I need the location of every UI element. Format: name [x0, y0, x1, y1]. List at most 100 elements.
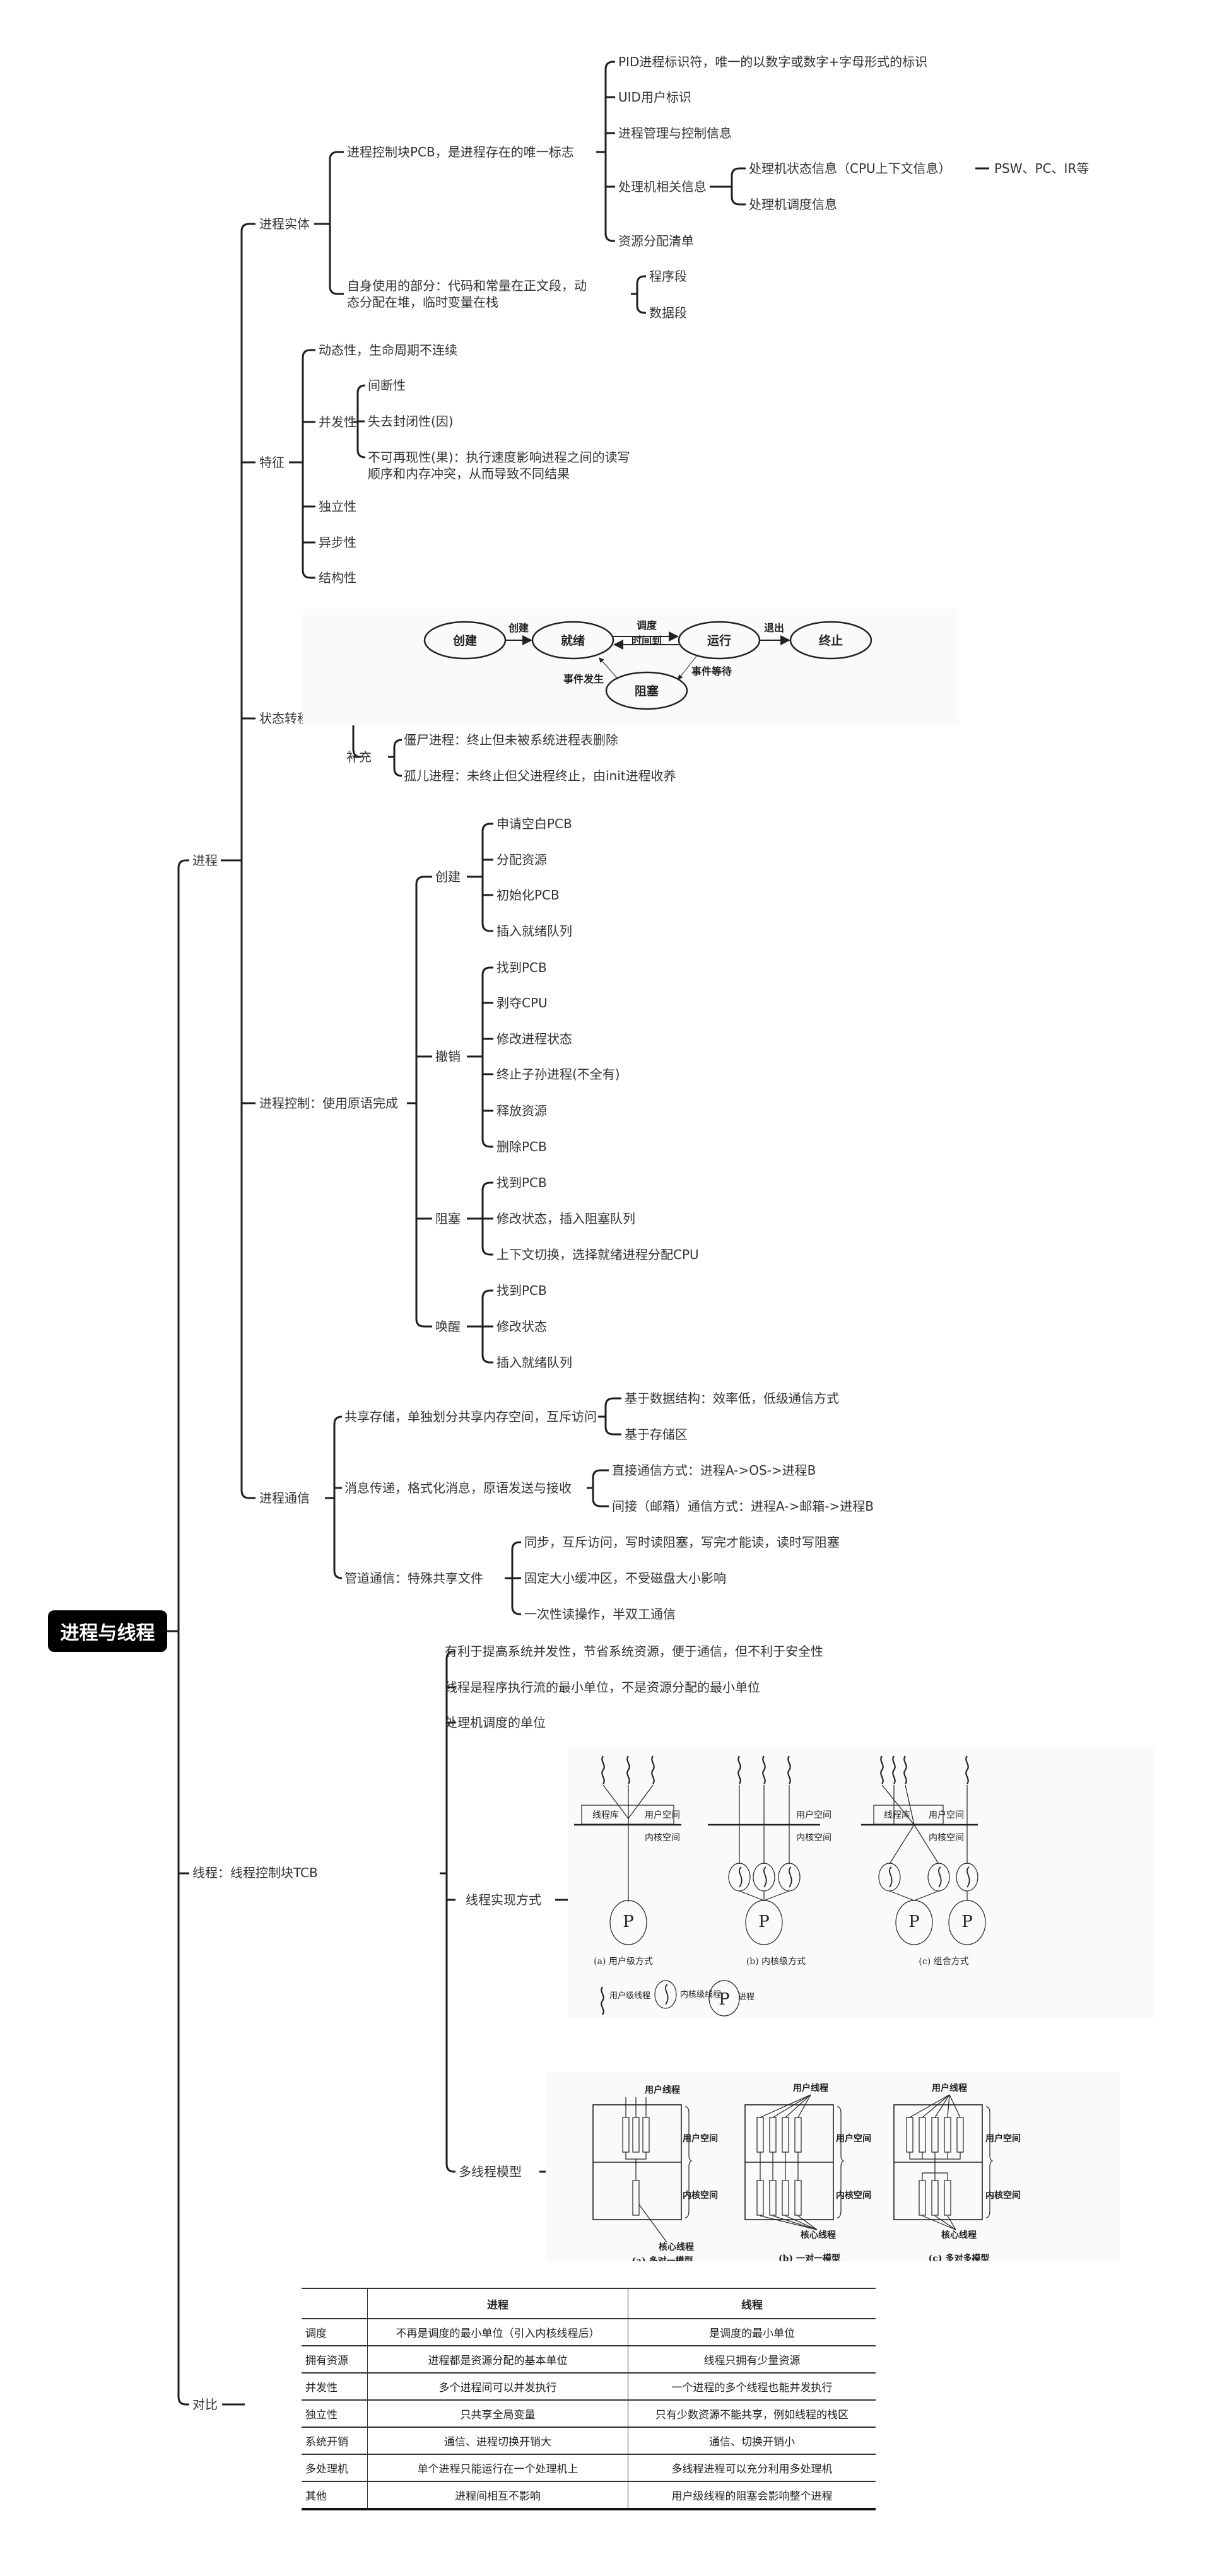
- mapping-line: [602, 1784, 654, 1902]
- control-group[interactable]: 唤醒: [435, 1319, 461, 1334]
- pcb-item[interactable]: UID用户标识: [618, 90, 691, 105]
- feature-item[interactable]: 动态性，生命周期不连续: [319, 342, 457, 358]
- control-group[interactable]: 阻塞: [435, 1211, 461, 1226]
- comm-item[interactable]: 基于数据结构：效率低，低级通信方式: [625, 1391, 839, 1406]
- user-space-label: 用户空间: [796, 1810, 831, 1820]
- concurrency-item[interactable]: 不可再现性(果)：执行速度影响进程之间的读写顺序和内存冲突，从而导致不同结果: [368, 450, 630, 481]
- feature-item[interactable]: 独立性: [319, 499, 356, 514]
- model-caption: (a) 多对一模型: [631, 2256, 693, 2261]
- branch-line: [329, 224, 344, 295]
- comm-group[interactable]: 共享存储，单独划分共享内存空间，互斥访问: [344, 1409, 597, 1424]
- self-use-item[interactable]: 程序段: [649, 269, 687, 284]
- concurrency-item[interactable]: 间断性: [368, 378, 406, 393]
- table-cell: 单个进程只能运行在一个处理机上: [367, 2454, 628, 2482]
- control-item[interactable]: 分配资源: [496, 852, 547, 867]
- table-cell: 通信、进程切换开销大: [367, 2427, 628, 2455]
- node-self-use[interactable]: 自身使用的部分：代码和常量在正文段，动态分配在堆，临时变量在栈: [347, 278, 587, 310]
- control-item[interactable]: 修改进程状态: [496, 1031, 572, 1046]
- space-brace: [684, 2106, 693, 2218]
- thread-item[interactable]: 处理机调度的单位: [445, 1715, 546, 1730]
- comm-item[interactable]: 固定大小缓冲区，不受磁盘大小影响: [524, 1571, 726, 1586]
- kernel-thread-bar: [632, 2180, 640, 2216]
- node-compare[interactable]: 对比: [192, 2397, 218, 2412]
- control-item[interactable]: 修改状态: [496, 1319, 547, 1334]
- user-space-label: 用户空间: [929, 1810, 964, 1820]
- control-item[interactable]: 剥夺CPU: [496, 995, 548, 1010]
- control-item[interactable]: 上下文切换，选择就绪进程分配CPU: [496, 1247, 699, 1262]
- pcb-item[interactable]: 进程管理与控制信息: [618, 126, 732, 141]
- user-thread-icon: [762, 1755, 766, 1784]
- mapping-line: [625, 2152, 647, 2181]
- pointer-arrow: [772, 2094, 811, 2118]
- node-process[interactable]: 进程: [192, 853, 218, 868]
- comm-item[interactable]: 间接（邮箱）通信方式：进程A->邮箱->进程B: [612, 1499, 874, 1514]
- node-processor-state[interactable]: 处理机状态信息（CPU上下文信息）: [749, 161, 951, 176]
- comparison-table: 进程 线程 调度不再是调度的最小单位（引入内核线程后）是调度的最小单位拥有资源进…: [302, 2288, 876, 2510]
- user-thread-bar: [794, 2117, 802, 2153]
- node-concurrency[interactable]: 并发性: [319, 414, 356, 430]
- node-features[interactable]: 特征: [259, 455, 285, 470]
- control-item[interactable]: 找到PCB: [496, 960, 547, 975]
- self-use-item[interactable]: 数据段: [649, 305, 687, 320]
- root-node[interactable]: 进程与线程: [48, 1610, 167, 1652]
- control-item[interactable]: 插入就绪队列: [496, 923, 572, 939]
- control-item[interactable]: 找到PCB: [496, 1175, 547, 1190]
- comm-group[interactable]: 管道通信：特殊共享文件: [344, 1571, 483, 1586]
- thread-item[interactable]: 线程是程序执行流的最小单位，不是资源分配的最小单位: [445, 1680, 760, 1695]
- thread-models-figure: 用户线程 用户线程 用户线程 核心线程 核心线程 核心线程 用户空间 内核空间 …: [546, 2072, 1120, 2266]
- kernel-thread-bar: [931, 2180, 939, 2216]
- legend-user-thread: 用户级线程: [609, 1991, 650, 2001]
- comm-item[interactable]: 基于存储区: [625, 1427, 688, 1442]
- node-thread-models[interactable]: 多线程模型: [459, 2164, 522, 2179]
- table-row: 调度不再是调度的最小单位（引入内核线程后）是调度的最小单位: [302, 2318, 876, 2346]
- control-item[interactable]: 终止子孙进程(不全有): [496, 1067, 620, 1082]
- node-thread[interactable]: 线程：线程控制块TCB: [192, 1865, 318, 1880]
- table-cell: 一个进程的多个线程也能并发执行: [628, 2372, 876, 2401]
- node-thread-impl[interactable]: 线程实现方式: [466, 1892, 541, 1907]
- mapping-line: [739, 1890, 765, 1901]
- control-group[interactable]: 撤销: [435, 1049, 461, 1064]
- kernel-space-label: 内核空间: [836, 2190, 871, 2201]
- branch-line: [604, 152, 615, 242]
- supplement-item[interactable]: 孤儿进程：未终止但父进程终止，由init进程收养: [404, 768, 676, 783]
- feature-item[interactable]: 结构性: [319, 570, 356, 585]
- supplement-item[interactable]: 僵尸进程：终止但未被系统进程表删除: [404, 732, 618, 747]
- transition-label: 时间到: [631, 635, 662, 647]
- comm-group[interactable]: 消息传递，格式化消息，原语发送与接收: [344, 1480, 572, 1496]
- branch-line: [356, 384, 366, 422]
- kernel-space-label: 内核空间: [683, 2190, 718, 2201]
- legend-user-thread-icon: [601, 1986, 604, 2015]
- thread-item[interactable]: 有利于提高系统并发性，节省系统资源，便于通信，但不利于安全性: [445, 1644, 823, 1659]
- pcb-item[interactable]: 资源分配清单: [618, 233, 694, 249]
- pcb-item[interactable]: PID进程标识符，唯一的以数字或数字+字母形式的标识: [618, 54, 928, 69]
- control-item[interactable]: 修改状态，插入阻塞队列: [496, 1211, 635, 1226]
- control-item[interactable]: 申请空白PCB: [496, 816, 572, 831]
- comm-item[interactable]: 直接通信方式：进程A->OS->进程B: [612, 1463, 816, 1478]
- control-item[interactable]: 删除PCB: [496, 1139, 547, 1154]
- node-processor-state-detail[interactable]: PSW、PC、IR等: [994, 161, 1090, 176]
- user-thread-icon: [651, 1755, 655, 1784]
- pcb-item[interactable]: 处理机相关信息: [618, 179, 707, 194]
- node-processor-schedule[interactable]: 处理机调度信息: [749, 197, 837, 212]
- node-entity[interactable]: 进程实体: [259, 216, 310, 231]
- node-supplement[interactable]: 补充: [346, 749, 372, 764]
- control-item[interactable]: 插入就绪队列: [496, 1355, 572, 1370]
- comm-item[interactable]: 同步，互斥访问，写时读阻塞，写完才能读，读时写阻塞: [524, 1535, 840, 1550]
- control-item[interactable]: 释放资源: [496, 1103, 547, 1118]
- node-control[interactable]: 进程控制：使用原语完成: [259, 1096, 398, 1111]
- feature-item[interactable]: 异步性: [319, 535, 356, 550]
- concurrency-item[interactable]: 失去封闭性(因): [368, 414, 454, 429]
- process-p-label: P: [908, 1912, 920, 1931]
- impl-caption: (a) 用户级方式: [594, 1956, 653, 1967]
- user-thread-bar: [622, 2117, 630, 2153]
- branch-line: [240, 223, 256, 860]
- branch-line: [481, 823, 493, 877]
- comm-item[interactable]: 一次性读操作，半双工通信: [524, 1607, 676, 1622]
- node-communication[interactable]: 进程通信: [259, 1490, 310, 1506]
- branch-line: [445, 1873, 455, 2173]
- control-item[interactable]: 初始化PCB: [496, 887, 560, 903]
- control-group[interactable]: 创建: [435, 869, 461, 884]
- user-space-label: 用户空间: [836, 2133, 871, 2144]
- control-item[interactable]: 找到PCB: [496, 1283, 547, 1298]
- node-pcb[interactable]: 进程控制块PCB，是进程存在的唯一标志: [347, 144, 574, 160]
